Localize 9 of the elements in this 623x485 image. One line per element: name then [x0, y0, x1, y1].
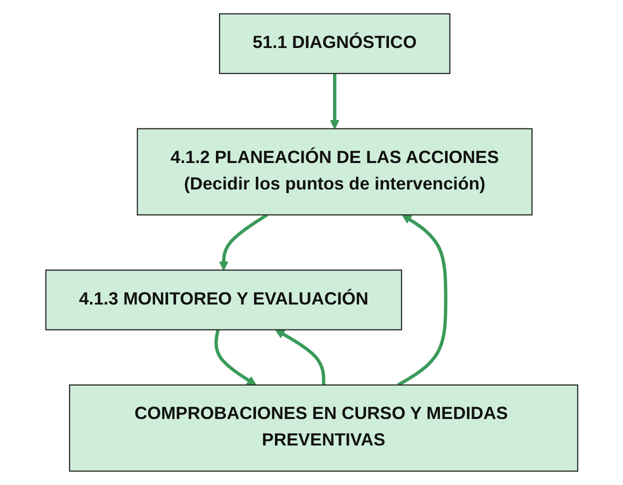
arrow [218, 213, 268, 271]
node-box: COMPROBACIONES EN CURSO Y MEDIDAS PREVENTIVAS [68, 384, 578, 472]
node-box: 4.1.2 PLANEACIÓN DE LAS ACCIONES (Decidir los puntos de intervención) [136, 128, 532, 216]
arrow [396, 214, 448, 386]
arrow [214, 329, 256, 386]
node-box: 51.1 DIAGNÓSTICO [218, 13, 450, 74]
arrow [330, 73, 340, 130]
node-box: 4.1.3 MONITOREO Y EVALUACIÓN [45, 270, 402, 330]
arrow [274, 329, 326, 385]
